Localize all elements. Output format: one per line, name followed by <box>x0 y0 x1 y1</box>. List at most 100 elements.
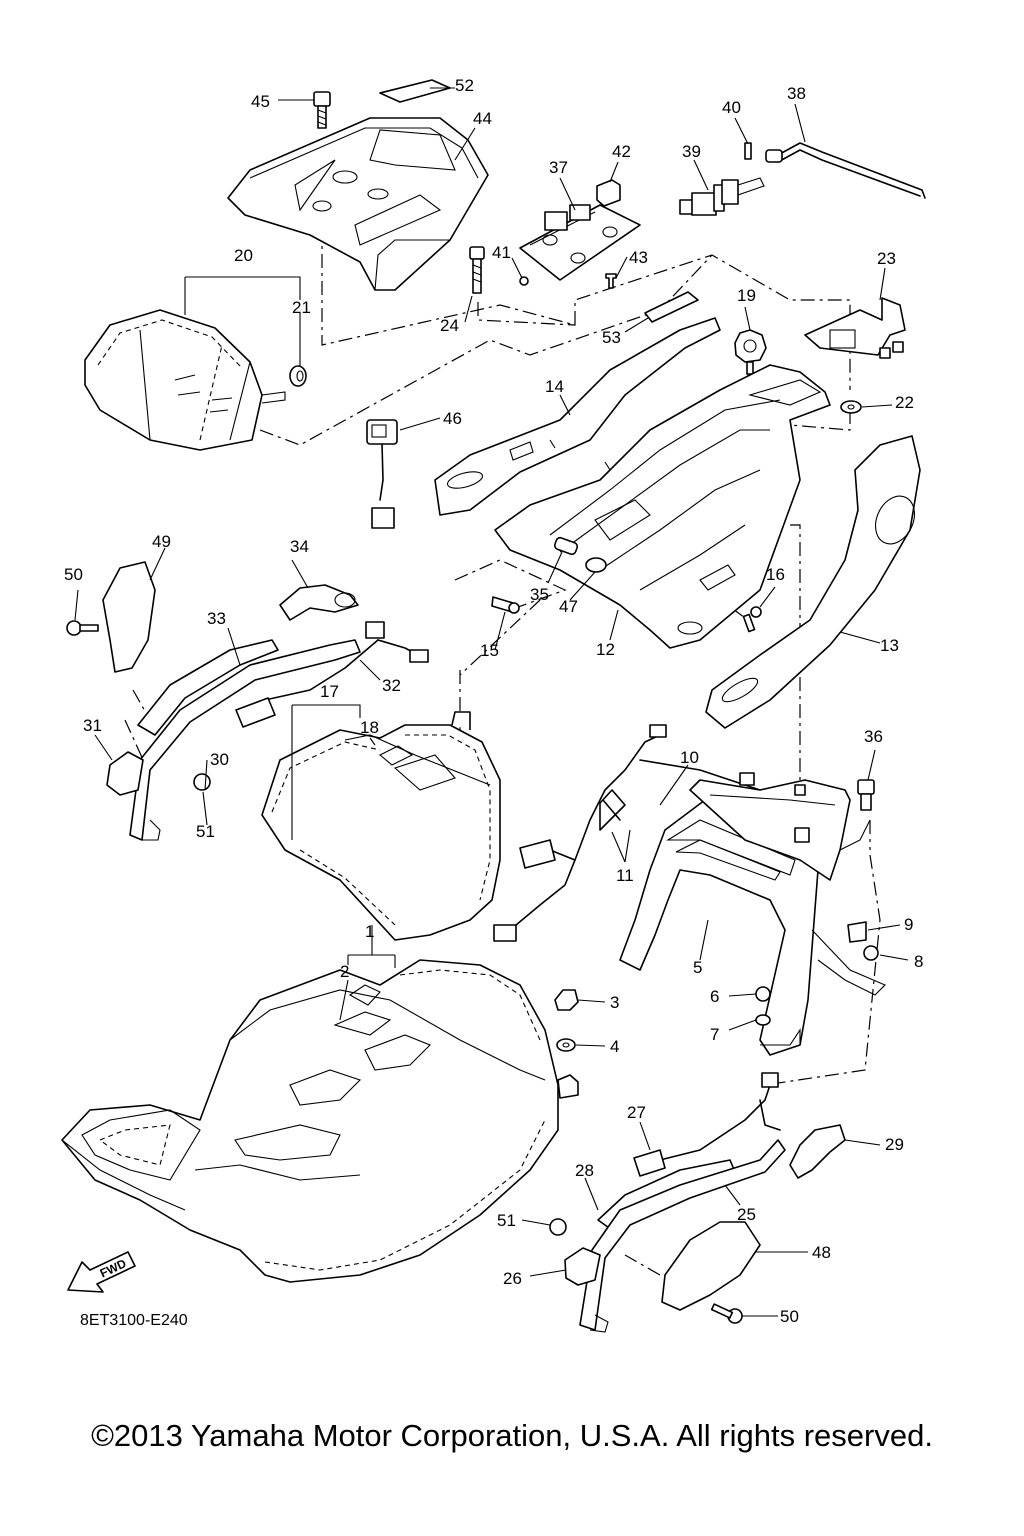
callout-52: 52 <box>455 76 474 95</box>
callout-12: 12 <box>596 640 615 659</box>
callout-36: 36 <box>864 727 883 746</box>
callout-46: 46 <box>443 409 462 428</box>
callout-38: 38 <box>787 84 806 103</box>
callout-47: 47 <box>559 597 578 616</box>
part-50-bolt <box>66 620 99 636</box>
callout-49: 49 <box>152 532 171 551</box>
part-34-grip-cover <box>279 584 359 621</box>
part-47-damper <box>585 557 607 573</box>
callout-23: 23 <box>877 249 896 268</box>
callout-10: 10 <box>680 748 699 767</box>
callout-31: 31 <box>83 716 102 735</box>
part-10-harness <box>493 724 761 942</box>
part-30-grab-bar-right <box>579 1139 786 1333</box>
part-22-washer <box>840 400 862 414</box>
callout-9: 9 <box>904 915 913 934</box>
callout-32: 32 <box>382 676 401 695</box>
part-24-bolt <box>469 246 485 294</box>
callout-17: 17 <box>320 682 339 701</box>
part-42-clip <box>596 179 621 207</box>
callout-51: 51 <box>196 822 215 841</box>
part-13-side-cover-right <box>705 435 921 729</box>
callout-37: 37 <box>549 158 568 177</box>
callout-5: 5 <box>693 958 702 977</box>
part-35-spacer <box>553 536 579 556</box>
fwd-arrow-icon: FWD <box>67 1251 136 1293</box>
part-17-passenger-seat <box>261 711 501 941</box>
part-36-bolt <box>857 779 875 811</box>
callout-39: 39 <box>682 142 701 161</box>
callout-16: 16 <box>766 565 785 584</box>
part-16-screw <box>742 606 762 633</box>
callout-2: 2 <box>340 962 349 981</box>
part-46-switch <box>366 419 398 529</box>
callout-21: 21 <box>292 298 311 317</box>
callout-48: 48 <box>812 1243 831 1262</box>
part-38-seat-lock-cable <box>765 142 926 199</box>
callout-1: 1 <box>365 922 374 941</box>
part-30-grab-bar-left <box>129 639 361 841</box>
part-9-damper <box>847 921 867 943</box>
callout-4: 4 <box>610 1037 619 1056</box>
callout-51-repeat: 51 <box>497 1211 516 1230</box>
callout-42: 42 <box>612 142 631 161</box>
callout-24: 24 <box>440 316 459 335</box>
callout-41: 41 <box>492 243 511 262</box>
callout-3: 3 <box>610 993 619 1012</box>
part-26-end-cap <box>564 1247 601 1286</box>
part-5-rear-frame <box>619 772 886 1056</box>
part-39-lock-cylinder <box>679 177 765 216</box>
part-1-seat <box>61 959 579 1283</box>
callout-6: 6 <box>710 987 719 1006</box>
callout-13: 13 <box>880 636 899 655</box>
part-21-grommet <box>289 365 307 387</box>
part-41-nut <box>519 276 529 286</box>
callout-11: 11 <box>616 866 634 885</box>
callout-43: 43 <box>629 248 648 267</box>
part-44-rear-carrier <box>227 117 489 291</box>
part-33-grip-tube <box>137 639 279 736</box>
callout-28: 28 <box>575 1161 594 1180</box>
part-53-label <box>644 291 699 323</box>
part-52-label-sticker <box>379 79 451 103</box>
part-45-bolt <box>313 91 331 129</box>
part-4-washer <box>556 1038 576 1052</box>
copyright-notice: ©2013 Yamaha Motor Corporation, U.S.A. A… <box>91 1418 933 1453</box>
part-48-grip-guard <box>661 1221 761 1311</box>
leader-lines <box>74 87 909 1317</box>
part-50-bolt-right <box>710 1303 743 1324</box>
part-40-pin <box>744 142 752 160</box>
callout-45: 45 <box>251 92 270 111</box>
part-51-nut-right <box>549 1218 567 1236</box>
callout-50: 50 <box>64 565 83 584</box>
callout-50-repeat: 50 <box>780 1307 799 1326</box>
callout-25: 25 <box>737 1205 756 1224</box>
callout-7: 7 <box>710 1025 719 1044</box>
part-8-nut <box>863 945 879 961</box>
callout-34: 34 <box>290 537 309 556</box>
callout-22: 22 <box>895 393 914 412</box>
callout-44: 44 <box>473 109 492 128</box>
callout-20: 20 <box>234 246 253 265</box>
callout-29: 29 <box>885 1135 904 1154</box>
part-6-nut <box>755 986 771 1002</box>
part-27-connector <box>633 1149 666 1177</box>
callout-35: 35 <box>530 585 549 604</box>
callout-19: 19 <box>737 286 756 305</box>
callout-53: 53 <box>602 328 621 347</box>
diagram-code: 8ET3100-E240 <box>80 1312 188 1329</box>
part-43-screw <box>605 273 617 289</box>
callout-8: 8 <box>914 952 923 971</box>
callout-18: 18 <box>360 718 379 737</box>
part-29-grip-cover <box>789 1124 846 1179</box>
part-3-nut <box>554 989 579 1011</box>
callout-40: 40 <box>722 98 741 117</box>
part-51-nut <box>193 773 211 791</box>
part-25-heater-lead <box>639 1072 781 1166</box>
part-20-backrest <box>84 309 286 451</box>
part-32-heater-lead <box>235 621 429 728</box>
callout-14: 14 <box>545 377 564 396</box>
callout-33: 33 <box>207 609 226 628</box>
part-12-rear-pan <box>494 364 831 649</box>
